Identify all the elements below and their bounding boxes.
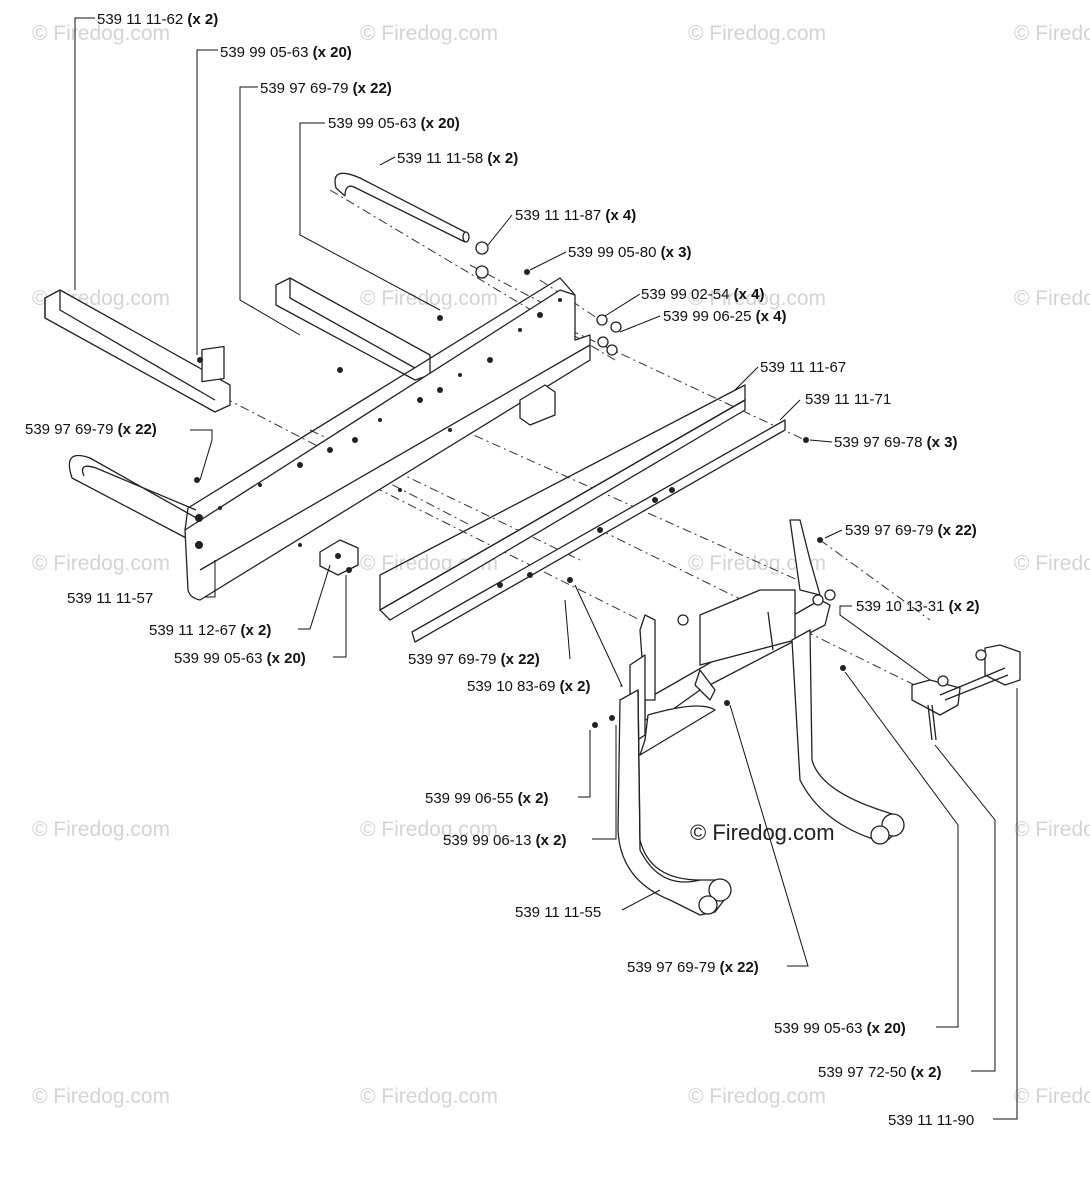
part-label: 539 99 02-54 (x 4): [641, 286, 764, 303]
part-label: 539 11 11-55: [515, 904, 601, 921]
bracket-small: [319, 539, 359, 576]
watermark: © Firedog.com: [688, 552, 826, 575]
part-label: 539 99 05-63 (x 20): [328, 115, 460, 132]
part-label: 539 10 13-31 (x 2): [856, 598, 979, 615]
watermark: © Firedog.com: [1014, 552, 1090, 575]
part-label: 539 99 05-63 (x 20): [220, 44, 352, 61]
part-label: 539 99 06-55 (x 2): [425, 790, 548, 807]
watermark: © Firedog.com: [360, 818, 498, 841]
hitch-weldment: [629, 519, 831, 756]
leg-rear: [791, 629, 905, 845]
angle-strip-long: [379, 384, 746, 621]
hardware: [194, 241, 846, 728]
watermark: © Firedog.com: [360, 22, 498, 45]
part-label: 539 11 12-67 (x 2): [149, 622, 271, 639]
part-label: 539 99 06-13 (x 2): [443, 832, 566, 849]
main-frame: [184, 277, 591, 601]
part-labels: 539 11 11-62 (x 2) 539 99 05-63 (x 20) 5…: [25, 11, 979, 1129]
watermark: © Firedog.com: [688, 22, 826, 45]
part-label: 539 97 72-50 (x 2): [818, 1064, 941, 1081]
part-label: 539 99 05-80 (x 3): [568, 244, 691, 261]
part-label: 539 97 69-79 (x 22): [25, 421, 157, 438]
flat-strip: [411, 419, 786, 643]
part-label: 539 99 05-63 (x 20): [774, 1020, 906, 1037]
pin-assembly: [911, 644, 1021, 741]
part-label: 539 97 69-79 (x 22): [627, 959, 759, 976]
part-label: 539 11 11-57: [67, 590, 153, 607]
part-label: 539 11 11-87 (x 4): [515, 207, 636, 224]
watermark: © Firedog.com: [688, 1085, 826, 1108]
watermark: © Firedog.com: [1014, 287, 1090, 310]
leg-front: [617, 689, 732, 916]
part-label: 539 97 69-78 (x 3): [834, 434, 957, 451]
part-label: 539 97 69-79 (x 22): [408, 651, 540, 668]
watermark: © Firedog.com: [32, 818, 170, 841]
assembly-lines: [189, 189, 946, 701]
watermark: © Firedog.com: [1014, 818, 1090, 841]
watermark: © Firedog.com: [32, 1085, 170, 1108]
part-label: 539 97 69-79 (x 22): [845, 522, 977, 539]
u-bar-upper: [334, 172, 470, 243]
part-label: 539 11 11-67: [760, 359, 846, 376]
part-label: 539 11 11-90: [888, 1112, 974, 1129]
part-label: 539 10 83-69 (x 2): [467, 678, 590, 695]
part-label: 539 97 69-79 (x 22): [260, 80, 392, 97]
part-label: 539 11 11-58 (x 2): [397, 150, 518, 167]
part-label: 539 99 05-63 (x 20): [174, 650, 306, 667]
leader-lines: [74, 17, 1018, 1120]
channel-tube-left: [44, 289, 231, 413]
part-label: 539 11 11-71: [805, 391, 891, 408]
watermark: © Firedog.com: [1014, 1085, 1090, 1108]
watermark: © Firedog.com: [32, 22, 170, 45]
watermark: © Firedog.com: [1014, 22, 1090, 45]
part-label: 539 99 06-25 (x 4): [663, 308, 786, 325]
watermark: © Firedog.com: [688, 287, 826, 310]
u-bar-lower: [68, 454, 201, 541]
watermark-layer: © Firedog.com © Firedog.com © Firedog.co…: [32, 22, 1090, 1108]
watermark: © Firedog.com: [360, 287, 498, 310]
center-watermark: © Firedog.com: [690, 820, 835, 845]
watermark: © Firedog.com: [32, 552, 170, 575]
part-label: 539 11 11-62 (x 2): [97, 11, 218, 28]
watermark: © Firedog.com: [360, 1085, 498, 1108]
